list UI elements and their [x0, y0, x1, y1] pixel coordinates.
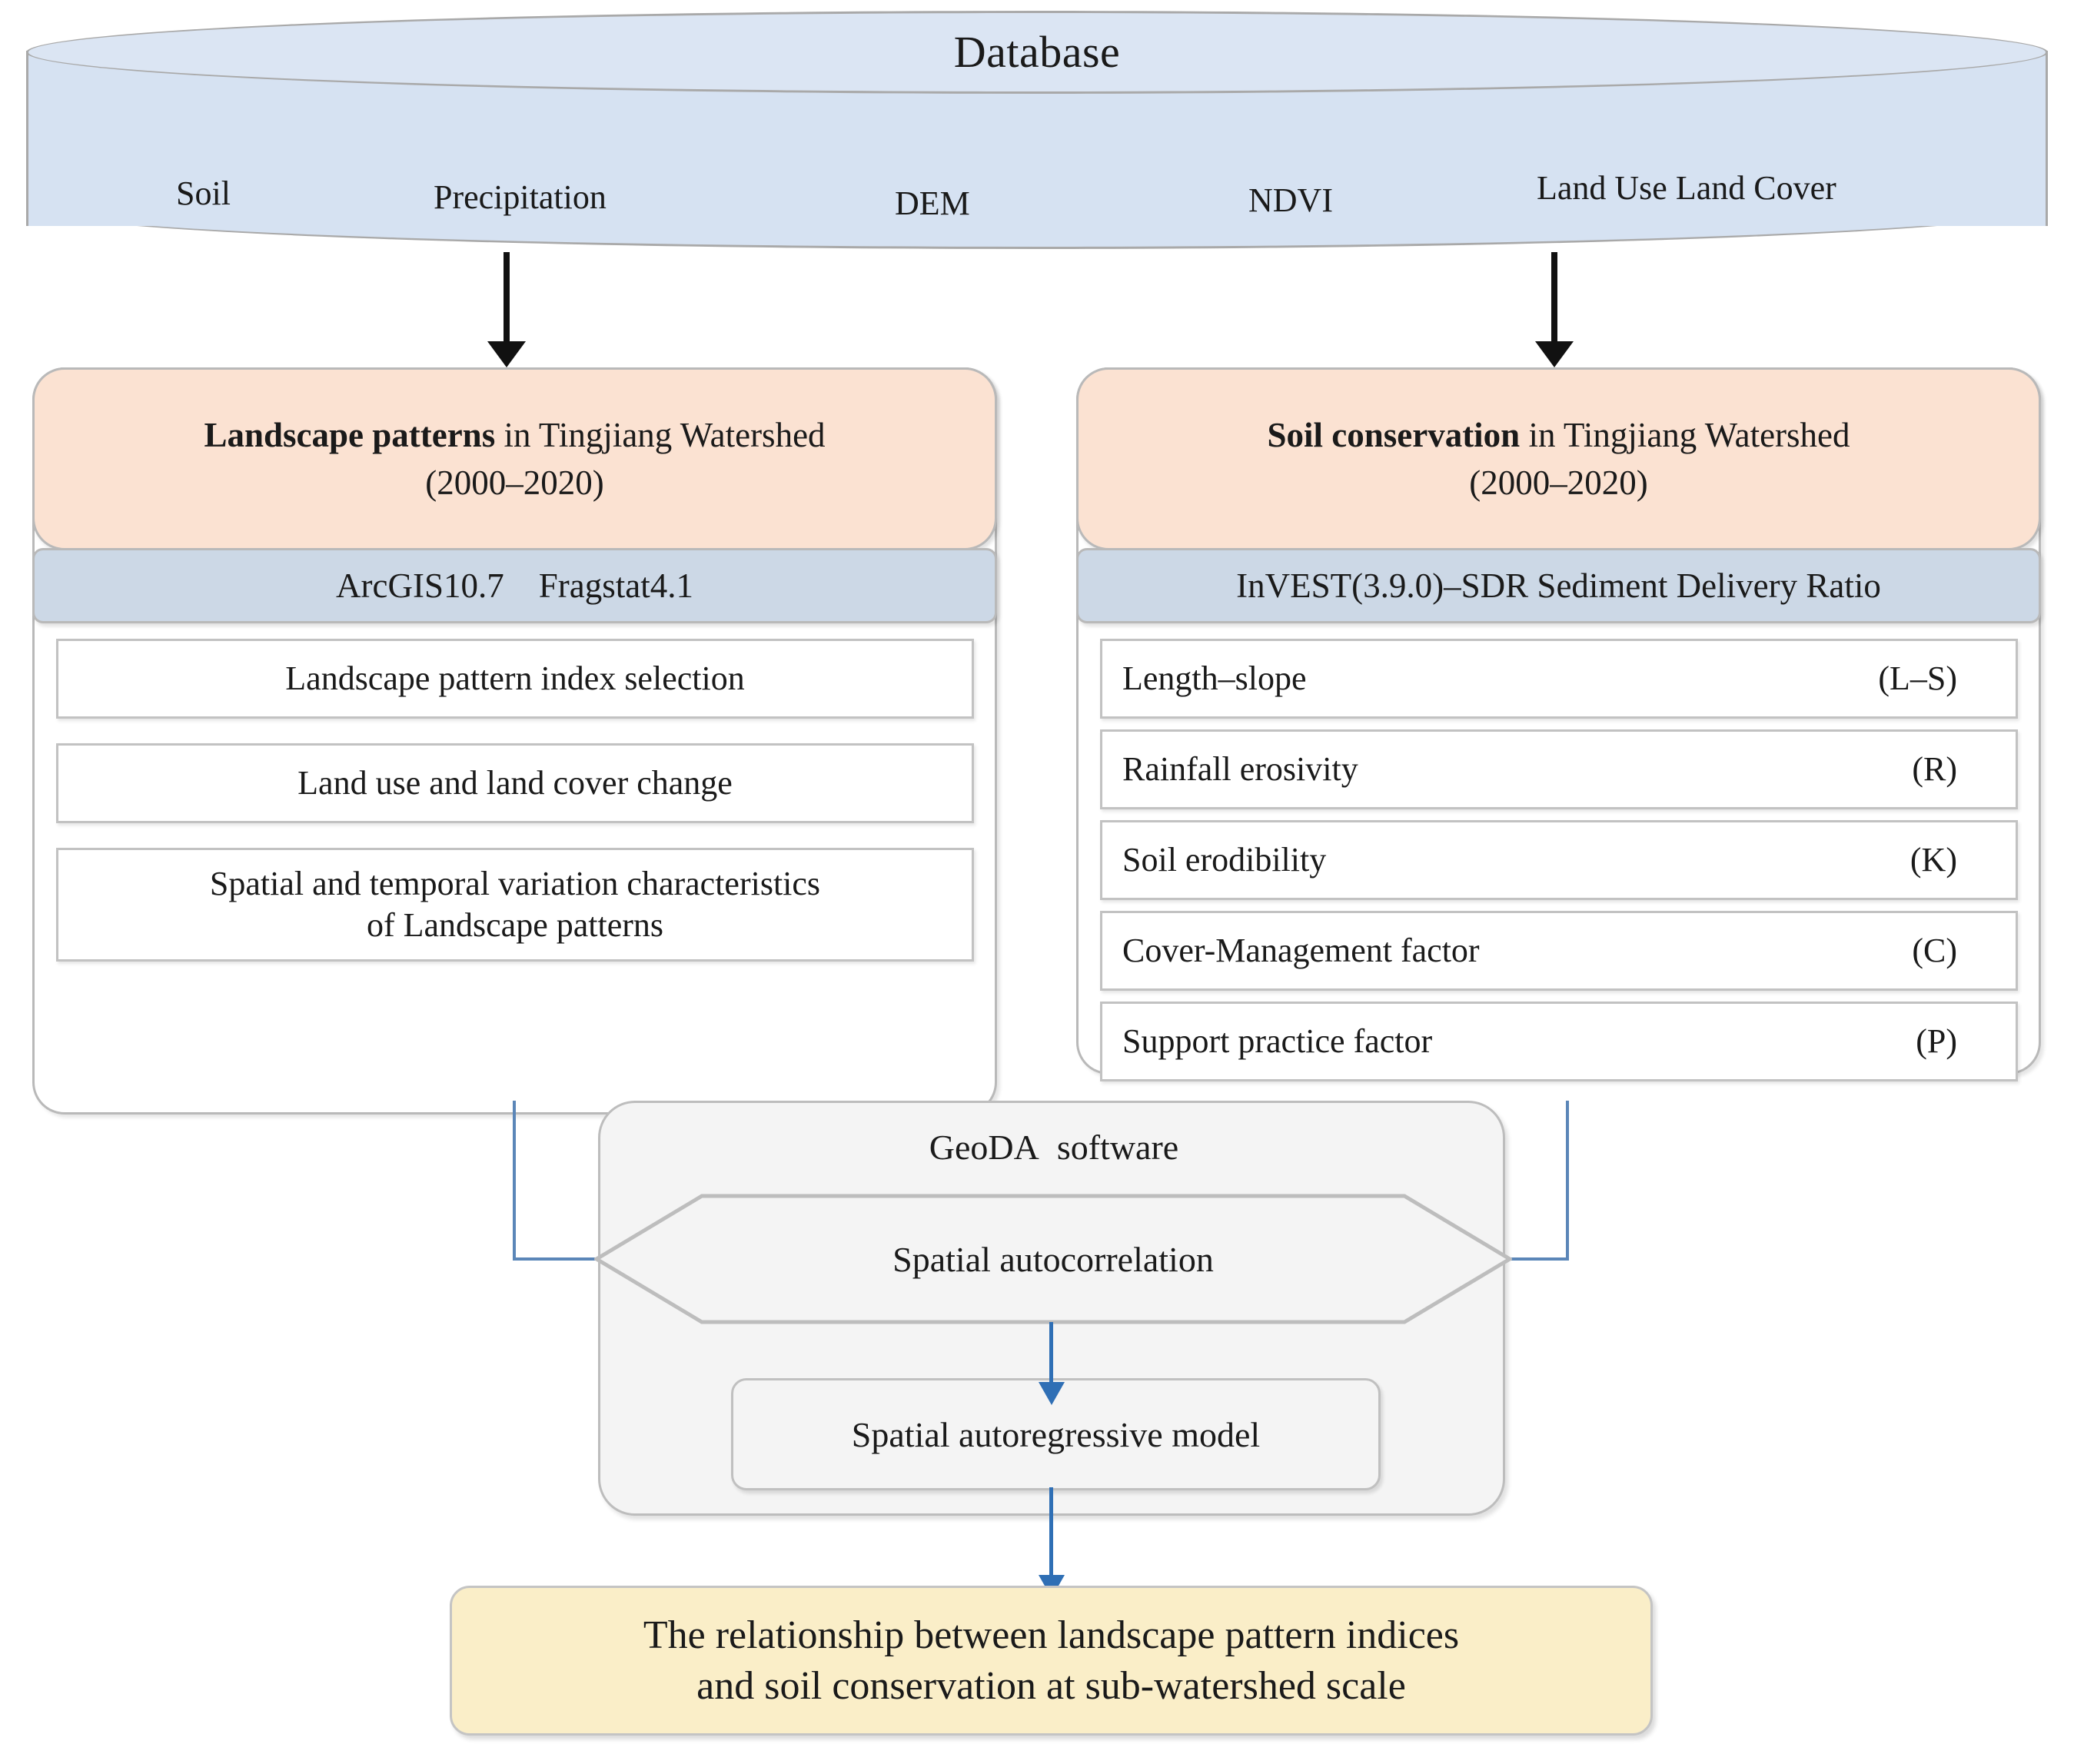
arrow-database-to-landscape-icon: [504, 252, 510, 344]
list-item[interactable]: Landscape pattern index selection: [56, 639, 974, 719]
connector-left-vertical: [513, 1101, 516, 1261]
soil-tools-bar: InVEST(3.9.0)–SDR Sediment Delivery Rati…: [1076, 548, 2041, 623]
conclusion-line-2: and soil conservation at sub-watershed s…: [696, 1663, 1406, 1708]
soil-conservation-panel: Soil conservation in Tingjiang Watershed…: [1076, 367, 2041, 1081]
connector-left-horizontal: [513, 1257, 605, 1261]
list-item[interactable]: Soil erodibility (K): [1100, 820, 2018, 900]
arrow-autocorrelation-to-model-icon: [1049, 1322, 1053, 1385]
database-cylinder: Database Soil Precipitation DEM NDVI Lan…: [26, 11, 2048, 255]
soil-conservation-header: Soil conservation in Tingjiang Watershed…: [1076, 367, 2041, 550]
list-item[interactable]: Spatial and temporal variation character…: [56, 848, 974, 962]
connector-right-horizontal: [1499, 1257, 1569, 1261]
factor-name: Rainfall erosivity: [1122, 750, 1358, 788]
database-source-soil: Soil: [176, 174, 231, 212]
factor-code: (L–S): [1878, 659, 1957, 697]
database-source-ndvi: NDVI: [1248, 181, 1333, 219]
factor-code: (P): [1916, 1022, 1957, 1060]
database-source-dem: DEM: [895, 184, 970, 222]
conclusion-line-1: The relationship between landscape patte…: [643, 1613, 1460, 1657]
list-item[interactable]: Rainfall erosivity (R): [1100, 729, 2018, 809]
arrow-database-to-soil-icon: [1551, 252, 1557, 344]
spatial-autocorrelation-label: Spatial autocorrelation: [892, 1239, 1214, 1279]
conclusion-box: The relationship between landscape patte…: [450, 1586, 1653, 1736]
soil-header-rest: in Tingjiang Watershed: [1520, 416, 1850, 454]
list-item[interactable]: Land use and land cover change: [56, 743, 974, 823]
soil-header-bold: Soil conservation: [1267, 416, 1521, 454]
list-item[interactable]: Cover-Management factor (C): [1100, 911, 2018, 991]
landscape-patterns-header: Landscape patterns in Tingjiang Watershe…: [32, 367, 997, 550]
spatial-autocorrelation-hexagon[interactable]: Spatial autocorrelation: [594, 1194, 1512, 1324]
landscape-header-rest: in Tingjiang Watershed: [495, 416, 826, 454]
list-item[interactable]: Length–slope (L–S): [1100, 639, 2018, 719]
factor-code: (C): [1912, 932, 1957, 969]
connector-right-vertical: [1566, 1101, 1569, 1261]
factor-name: Cover-Management factor: [1122, 932, 1480, 969]
landscape-items-list: Landscape pattern index selection Land u…: [56, 639, 974, 986]
landscape-patterns-panel: Landscape patterns in Tingjiang Watershe…: [32, 367, 997, 1115]
landscape-header-period: (2000–2020): [425, 463, 604, 502]
landscape-tools-bar: ArcGIS10.7 Fragstat4.1: [32, 548, 997, 623]
landscape-header-bold: Landscape patterns: [204, 416, 496, 454]
geoda-panel: GeoDA software Spatial autocorrelation S…: [594, 1101, 1512, 1516]
geoda-title: GeoDA software: [929, 1128, 1179, 1167]
factor-name: Length–slope: [1122, 659, 1307, 697]
database-title: Database: [953, 27, 1121, 77]
factor-name: Support practice factor: [1122, 1022, 1433, 1060]
database-source-land-use-land-cover: Land Use Land Cover: [1537, 169, 1836, 207]
database-source-precipitation: Precipitation: [434, 178, 607, 216]
hexagon-shape-icon: [594, 1194, 1512, 1324]
factor-code: (R): [1912, 750, 1957, 788]
arrow-model-to-conclusion-icon: [1049, 1487, 1053, 1578]
soil-factors-list: Length–slope (L–S) Rainfall erosivity (R…: [1100, 639, 2018, 1092]
list-item-label: Spatial and temporal variation character…: [209, 865, 821, 944]
list-item[interactable]: Support practice factor (P): [1100, 1002, 2018, 1081]
soil-header-period: (2000–2020): [1469, 463, 1648, 502]
factor-name: Soil erodibility: [1122, 841, 1327, 879]
factor-code: (K): [1909, 841, 1957, 879]
cylinder-top-ellipse: [26, 11, 2048, 94]
